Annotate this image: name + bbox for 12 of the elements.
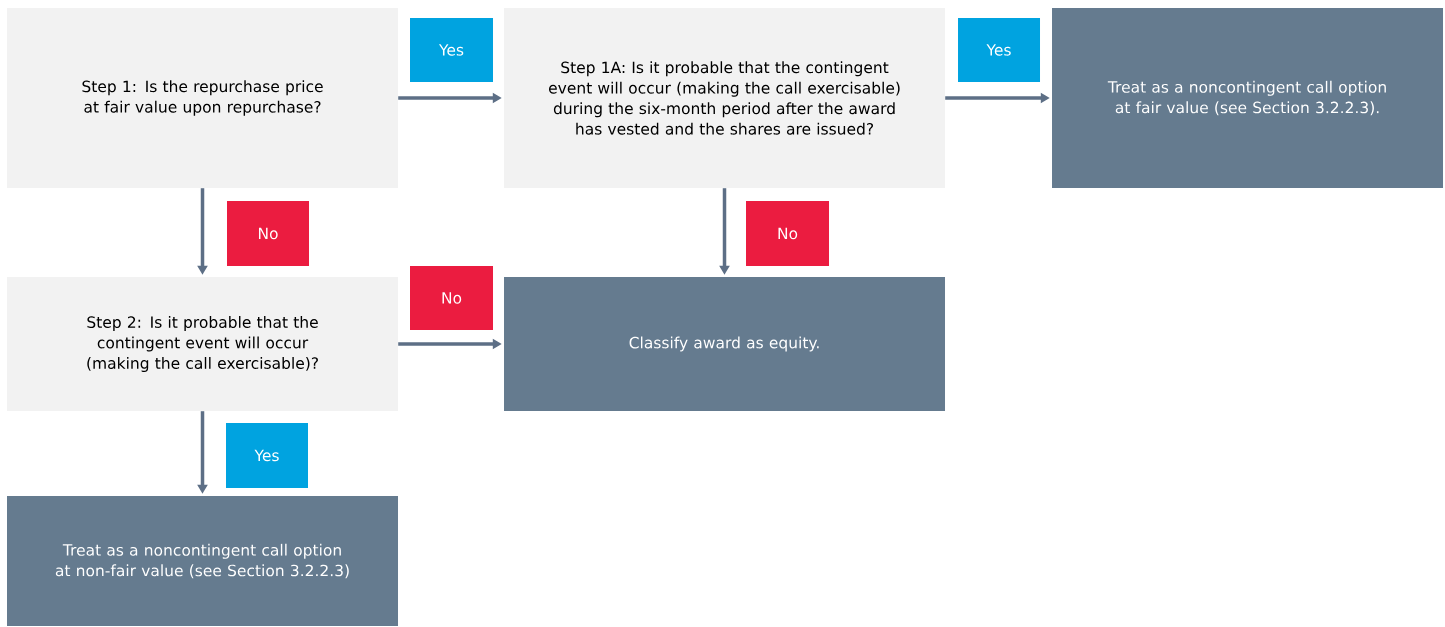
edge-label: No — [746, 201, 829, 266]
decision-box: Step 1A: Is it probable that the contingent event will occur (making the call exercisable) during the six-month period after the award has vested and the shares are issued? — [504, 8, 945, 188]
edge-label: No — [410, 266, 493, 330]
decision-box: Step 2: Is it probable that the contingent event will occur (making the call exercisable)? — [7, 277, 398, 411]
outcome-box: Treat as a noncontingent call option at non-fair value (see Section 3.2.2.3) — [7, 496, 398, 626]
edge-label: Yes — [226, 423, 308, 488]
outcome-box: Classify award as equity. — [504, 277, 945, 411]
decision-box: Step 1: Is the repurchase price at fair value upon repurchase? — [7, 8, 398, 188]
edge-label: No — [227, 201, 309, 266]
outcome-box: Treat as a noncontingent call option at fair value (see Section 3.2.2.3). — [1052, 8, 1443, 188]
edge-label: Yes — [958, 18, 1040, 82]
edge-label: Yes — [410, 18, 493, 82]
